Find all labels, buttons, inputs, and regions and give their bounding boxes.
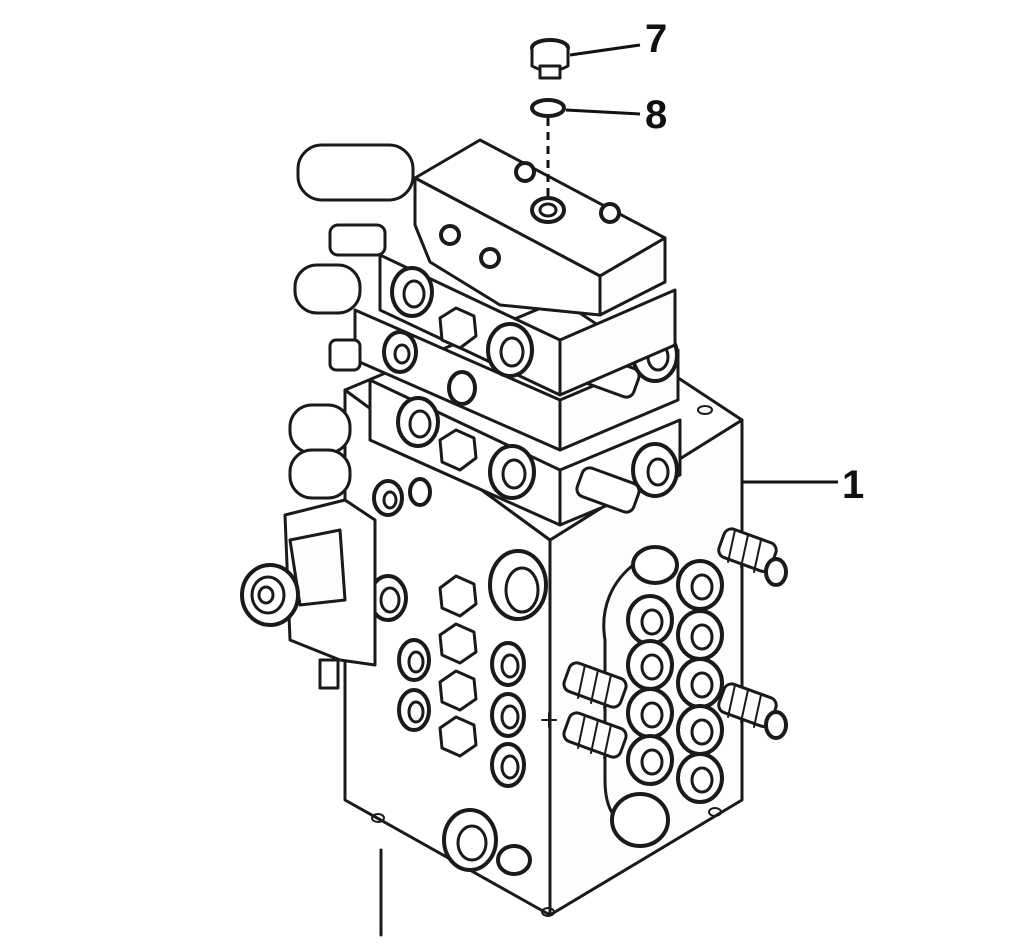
section-port-bore xyxy=(402,279,426,309)
top-valve-block xyxy=(296,138,667,317)
side-elbow-fittings xyxy=(562,527,788,848)
plug-part-7 xyxy=(530,38,570,80)
top-spool-cap xyxy=(296,143,415,202)
callout-7: 7 xyxy=(569,17,667,61)
hex-plug xyxy=(438,715,478,758)
elbow-fitting xyxy=(626,639,724,709)
port-bore xyxy=(382,490,398,510)
port-bore xyxy=(500,754,520,780)
top-bolt xyxy=(599,202,621,224)
port-bore xyxy=(379,586,401,614)
top-block-side-face xyxy=(598,236,667,317)
callout-label: 8 xyxy=(645,93,667,137)
hex-plug xyxy=(438,669,478,712)
threaded-fitting xyxy=(562,661,628,709)
port-bore xyxy=(500,653,520,679)
port xyxy=(496,844,532,876)
mount-hole xyxy=(697,405,713,415)
threaded-fitting xyxy=(575,466,641,514)
mount-hole xyxy=(541,907,555,917)
plug-thread xyxy=(538,64,562,80)
port-bore xyxy=(500,704,520,730)
spool-cap xyxy=(288,403,352,455)
top-bolt xyxy=(479,247,501,269)
elbow-fitting xyxy=(626,734,724,804)
top-plug-port-bore xyxy=(538,202,558,218)
threaded-fitting xyxy=(562,711,628,759)
section-port-bore xyxy=(499,336,525,368)
mount-hole xyxy=(708,807,722,817)
elbow-fitting xyxy=(626,594,724,661)
leader-line xyxy=(569,43,641,57)
stacked-valve-sections xyxy=(293,223,682,527)
end-cap xyxy=(610,792,670,848)
upper-section-side xyxy=(558,288,677,397)
port-bore xyxy=(407,700,425,724)
threaded-fitting xyxy=(328,223,387,257)
callout-1: 1 xyxy=(742,463,864,507)
top-bolt xyxy=(439,224,461,246)
port xyxy=(408,477,432,507)
front-face-ports xyxy=(368,477,548,876)
leader-line xyxy=(565,108,641,116)
section-port-bore xyxy=(501,458,527,490)
small-plug xyxy=(318,658,340,690)
top-bolt xyxy=(514,161,536,183)
threaded-fitting xyxy=(717,682,788,740)
left-side-attachment xyxy=(240,403,377,690)
side-port-bore xyxy=(257,585,275,605)
port-bore xyxy=(456,824,488,862)
callout-label: 1 xyxy=(842,463,864,507)
hex-plug xyxy=(438,574,478,618)
threaded-fitting xyxy=(717,527,788,587)
threaded-fitting xyxy=(328,338,362,372)
section-port-bore xyxy=(408,409,432,439)
hex-plug xyxy=(438,622,478,665)
callout-label: 7 xyxy=(645,17,667,61)
main-port-bore xyxy=(504,566,540,614)
spool-cap xyxy=(293,263,362,315)
port-bore xyxy=(407,650,425,674)
mount-hole xyxy=(371,813,385,823)
hex-plug xyxy=(438,428,478,472)
section-port-bore xyxy=(393,343,411,365)
section-port xyxy=(447,370,477,406)
hex-plug xyxy=(438,306,478,350)
o-ring-icon xyxy=(530,98,566,118)
o-ring-part-8 xyxy=(530,98,566,118)
spool-cap xyxy=(288,448,352,500)
callout-8: 8 xyxy=(565,93,667,137)
section-fitting-bore xyxy=(646,457,670,487)
